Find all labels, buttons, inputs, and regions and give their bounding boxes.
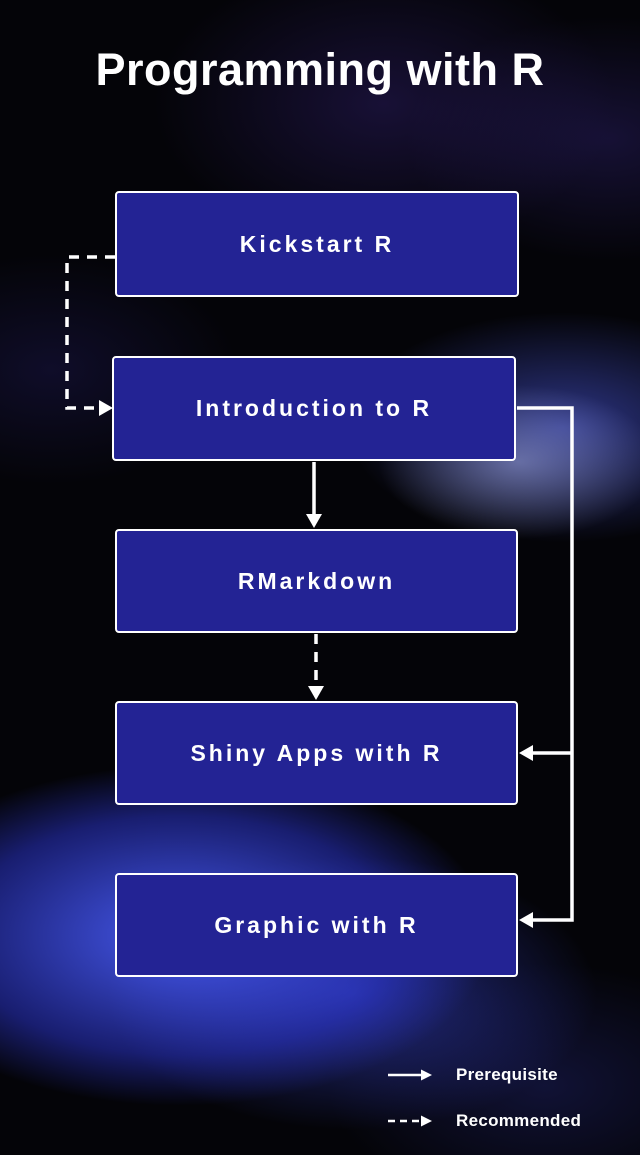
- node-label: Kickstart R: [239, 230, 395, 257]
- edge-kickstart-to-intro-recommended: [65, 255, 115, 416]
- node-graphic-with-r: Graphic with R: [115, 873, 518, 977]
- legend-item-recommended: Recommended: [386, 1111, 581, 1131]
- node-introduction-to-r: Introduction to R: [112, 356, 516, 461]
- dashed-arrow-icon: [388, 1115, 432, 1127]
- arrowhead-left-icon: [519, 745, 533, 761]
- node-label: Graphic with R: [214, 911, 419, 938]
- page-title: Programming with R: [95, 44, 545, 95]
- edge-intro-to-shiny-and-graphic-prerequisite: [517, 406, 574, 928]
- node-label: RMarkdown: [237, 567, 396, 594]
- legend-label: Prerequisite: [456, 1065, 558, 1084]
- node-label: Shiny Apps with R: [190, 739, 443, 766]
- edge-rmarkdown-to-shiny-recommended: [308, 634, 324, 700]
- edge-intro-to-rmarkdown-prerequisite: [306, 462, 322, 528]
- node-label: Introduction to R: [195, 395, 433, 421]
- legend-item-prerequisite: Prerequisite: [386, 1065, 558, 1085]
- node-rmarkdown: RMarkdown: [115, 529, 518, 633]
- arrowhead-down-icon: [308, 686, 324, 700]
- node-kickstart-r: Kickstart R: [115, 191, 519, 297]
- arrowhead-right-icon: [99, 400, 113, 416]
- node-shiny-apps-with-r: Shiny Apps with R: [115, 701, 518, 805]
- arrowhead-down-icon: [306, 514, 322, 528]
- solid-arrow-icon: [388, 1069, 432, 1081]
- arrowhead-left-icon: [519, 912, 533, 928]
- legend-label: Recommended: [456, 1111, 582, 1130]
